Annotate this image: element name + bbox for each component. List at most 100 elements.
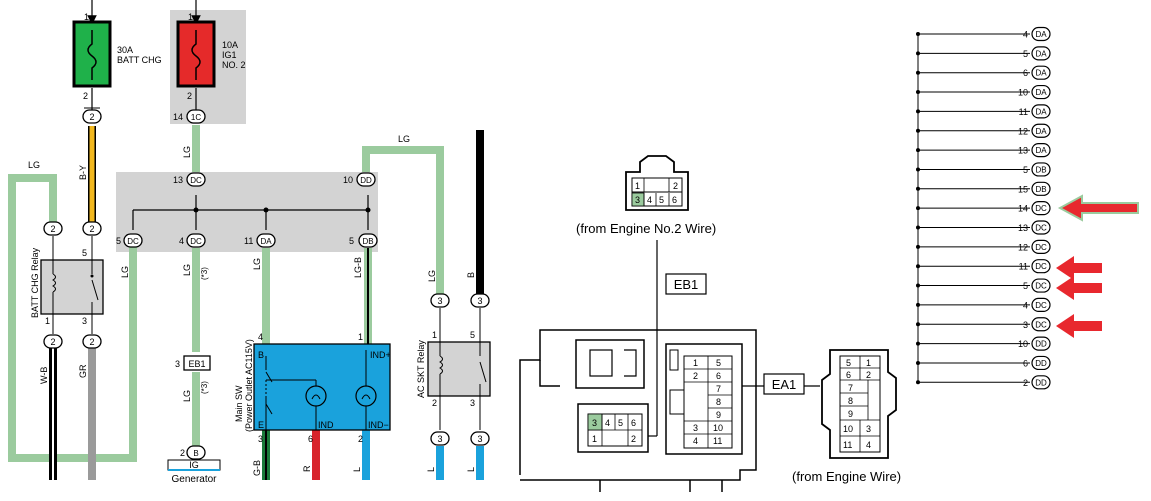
top-pin-3: 3	[635, 195, 640, 205]
connector-1c: 1C	[186, 109, 206, 124]
label-l1: L	[352, 467, 362, 472]
ladder-connector-badge	[1031, 336, 1051, 351]
connector-2e: 2	[82, 334, 102, 349]
ladder-connector-code: DD	[1035, 359, 1047, 368]
ladder-connector-code: DD	[1035, 378, 1047, 387]
label-b-relay: B	[466, 272, 476, 278]
ladder-connector-badge	[1031, 375, 1051, 390]
bottom-caption: (from Engine Wire)	[792, 469, 901, 484]
svg-text:3: 3	[477, 434, 482, 444]
ea1-pin-5: 5	[846, 358, 851, 368]
ea1-pin-9: 9	[848, 409, 853, 419]
fuse-batt-chg-name: BATT CHG	[117, 55, 162, 65]
small-socket	[575, 339, 645, 389]
ladder-node	[916, 148, 920, 153]
label-by: B-Y	[78, 165, 88, 180]
ladder-node	[916, 70, 920, 75]
connector-dc4-pin: 4	[179, 236, 184, 246]
main-sw-pin3: 3	[258, 434, 263, 444]
mid-pin-6: 6	[716, 371, 721, 381]
main-sw-pin4: 4	[258, 332, 263, 342]
connector-3a: 3	[430, 293, 450, 308]
batt-relay-label: BATT CHG Relay	[30, 247, 40, 318]
label-gb: G-B	[252, 460, 262, 476]
connector-3b: 3	[470, 293, 490, 308]
ea1-pin-2: 2	[866, 370, 871, 380]
connector-da11: DA	[256, 233, 276, 248]
connector-dd10-pin: 10	[343, 175, 353, 185]
connector-b2-pin: 2	[180, 448, 185, 458]
eb1-pin-4: 4	[605, 418, 610, 428]
generator-box	[167, 459, 221, 471]
batt-relay-pin1: 1	[45, 316, 50, 326]
ea1-pin-3: 3	[866, 424, 871, 434]
ladder-connector-code: DB	[1035, 165, 1046, 174]
connector-eb1: EB1	[183, 355, 211, 371]
ladder-connector-code: DA	[1035, 127, 1047, 136]
ac-relay-pin3: 3	[470, 398, 475, 408]
ac-relay-pin1: 1	[432, 330, 437, 340]
ladder-pin: 4	[1023, 30, 1028, 40]
fuse-ig1	[176, 20, 216, 88]
ea1-face	[821, 349, 897, 459]
svg-text:EB1: EB1	[188, 359, 205, 369]
junction-dot-3	[365, 207, 371, 213]
svg-text:DC: DC	[127, 237, 139, 246]
ea1-label-box	[763, 373, 805, 395]
ladder-node	[916, 225, 920, 230]
batt-relay-pin5: 5	[82, 248, 87, 258]
ladder-node	[916, 341, 920, 346]
connector-db5-pin: 5	[349, 236, 354, 246]
ladder-node	[916, 264, 920, 269]
mid-pin-8: 8	[716, 397, 721, 407]
connector-1c-pin: 14	[173, 112, 183, 122]
ac-relay-switch	[479, 308, 487, 430]
ac-relay-coil	[439, 308, 443, 430]
ladder-connector-badge	[1031, 355, 1051, 371]
connector-2b: 2	[43, 221, 63, 236]
ea1-pin-6: 6	[846, 370, 851, 380]
top-pin-1: 1	[635, 181, 640, 191]
fuse-ig1-rating: 10A	[222, 40, 238, 50]
ladder-node	[916, 244, 920, 249]
label-lg-dc5: LG	[120, 266, 130, 278]
mid-pin-5: 5	[716, 358, 721, 368]
main-sw-term-indp: IND+	[370, 350, 391, 360]
fuse-batt-chg-rating: 30A	[117, 45, 133, 55]
ladder-connector-badge	[1031, 297, 1051, 312]
eb1-pin-2: 2	[631, 434, 636, 444]
svg-text:DD: DD	[360, 176, 372, 185]
ladder-node	[916, 283, 920, 288]
ladder-pin: 13	[1018, 146, 1028, 156]
top-pin-4: 4	[647, 195, 652, 205]
mid-pin-7: 7	[716, 384, 721, 394]
batt-relay-switch	[90, 236, 99, 334]
ladder-connector-code: DA	[1035, 88, 1047, 97]
label-lg-da11: LG	[252, 258, 262, 270]
red-arrow-dc4	[1056, 276, 1102, 300]
ladder-pin: 10	[1018, 88, 1028, 98]
ea1-pin-1: 1	[866, 358, 871, 368]
ladder-node	[916, 32, 920, 36]
eb1-pin-6: 6	[631, 418, 636, 428]
ac-skt-relay	[427, 341, 491, 397]
connector-2d: 2	[43, 334, 63, 349]
connector-dd10: DD	[356, 172, 376, 187]
ladder-connector-badge	[1031, 162, 1051, 177]
ladder-connector-badge	[1031, 65, 1051, 80]
connector-2a: 2	[82, 107, 102, 124]
ladder-node	[916, 206, 920, 211]
eb1-pin-3: 3	[592, 418, 597, 428]
svg-text:3: 3	[437, 434, 442, 444]
connector-db5: DB	[358, 233, 378, 248]
ladder-connector-badge	[1031, 259, 1051, 274]
label-dc4-opt: (*3)	[200, 267, 209, 280]
connector-dc5-pin: 5	[116, 236, 121, 246]
ladder-node	[916, 302, 920, 307]
ladder-connector-code: DC	[1035, 282, 1047, 291]
junction-dot-2	[263, 207, 269, 213]
red-arrow-dd10	[1056, 314, 1102, 338]
